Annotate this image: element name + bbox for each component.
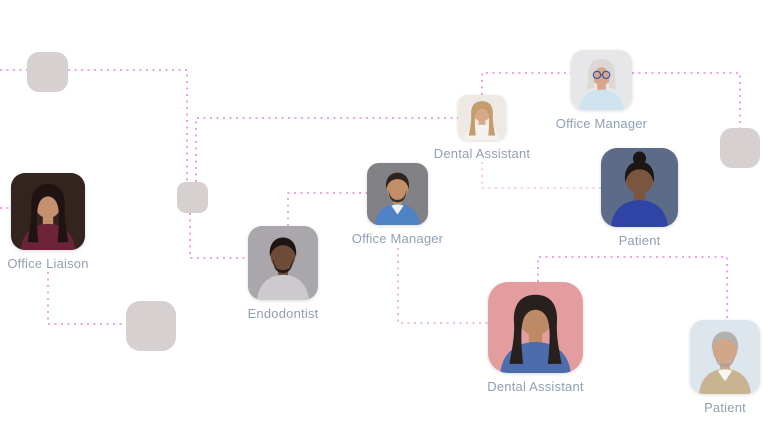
person-node-office-manager-woman: Office Manager: [556, 50, 647, 130]
connector-square-b-to-endodontist: [189, 213, 248, 259]
person-node-office-liaison: Office Liaison: [7, 173, 88, 270]
decor-square-a: [27, 52, 68, 92]
photo-office-manager-man[interactable]: [367, 163, 428, 225]
decor-square-b: [177, 182, 208, 213]
photo-office-liaison[interactable]: [11, 173, 85, 250]
person-label-dental-assistant-2: Dental Assistant: [487, 379, 584, 394]
photo-endodontist[interactable]: [248, 226, 318, 300]
photo-patient-man[interactable]: [690, 320, 760, 394]
person-label-office-liaison: Office Liaison: [7, 256, 89, 271]
connector-endodontist-to-office-manager-man: [287, 192, 367, 226]
person-label-dental-assistant: Dental Assistant: [433, 146, 531, 161]
avatar-illustration: [690, 320, 760, 394]
decor-square-c: [126, 301, 176, 351]
person-label-patient-man: Patient: [704, 400, 746, 415]
avatar-illustration: [458, 95, 506, 140]
person-node-office-manager-man: Office Manager: [352, 163, 443, 245]
person-node-dental-assistant-2: Dental Assistant: [487, 282, 584, 393]
person-label-office-manager-man: Office Manager: [351, 231, 444, 246]
decor-square-d: [720, 128, 760, 168]
photo-dental-assistant[interactable]: [458, 95, 506, 140]
avatar-illustration: [248, 226, 318, 300]
person-node-dental-assistant: Dental Assistant: [434, 95, 530, 160]
avatar-illustration: [367, 163, 428, 225]
avatar-illustration: [488, 282, 583, 373]
person-label-endodontist: Endodontist: [247, 306, 319, 321]
person-node-patient-man: Patient: [690, 320, 760, 414]
person-label-office-manager-woman: Office Manager: [555, 116, 648, 131]
avatar-illustration: [601, 148, 678, 227]
connector-office-liaison-to-square-c: [47, 272, 126, 325]
photo-office-manager-woman[interactable]: [571, 50, 632, 110]
person-node-patient-woman: Patient: [601, 148, 678, 247]
connector-office-manager-man-to-dental-assistant-2: [397, 248, 488, 324]
photo-patient-woman[interactable]: [601, 148, 678, 227]
photo-dental-assistant-2[interactable]: [488, 282, 583, 373]
person-label-patient-woman: Patient: [618, 233, 661, 248]
avatar-illustration: [571, 50, 632, 110]
person-node-endodontist: Endodontist: [248, 226, 318, 320]
connector-square-a-to-square-b: [68, 69, 188, 182]
connector-dental-assistant-to-office-manager-woman: [481, 72, 571, 95]
avatar-illustration: [11, 173, 85, 250]
connector-office-manager-woman-to-square-d: [632, 72, 741, 128]
connector-dental-assistant-to-patient-woman: [481, 162, 601, 189]
